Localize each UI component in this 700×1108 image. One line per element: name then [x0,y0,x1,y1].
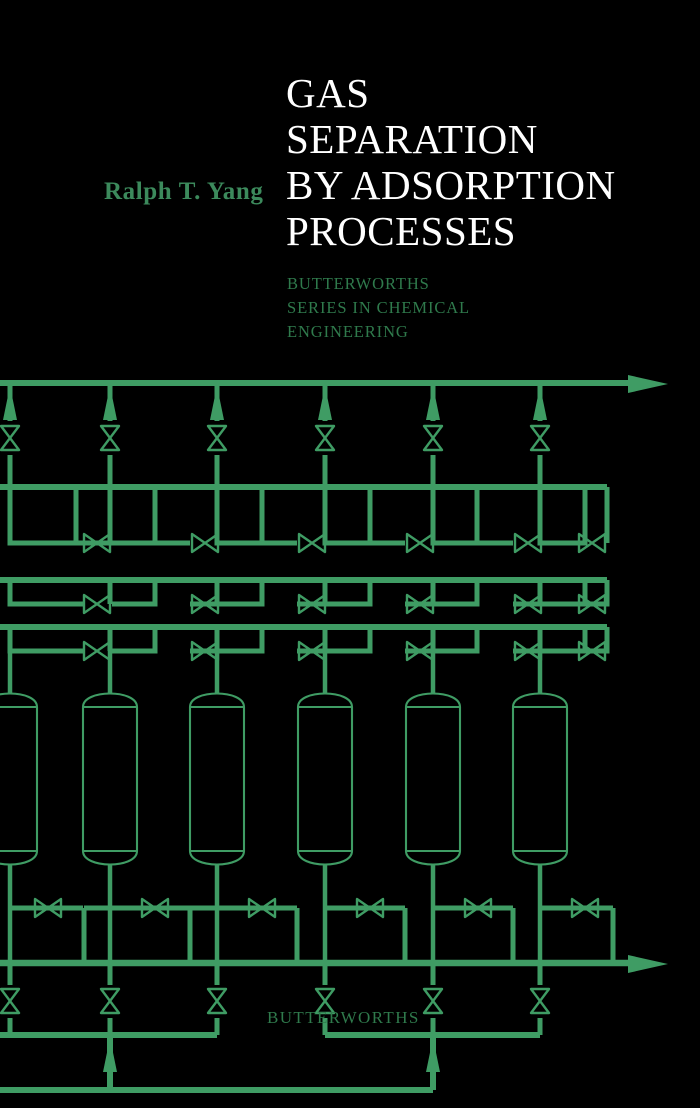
column-outlet-legs [7,864,543,963]
feed-up-arrows [103,1038,440,1072]
column-inlet-legs [7,630,543,693]
title-line-3: BY ADSORPTION [286,162,616,208]
adsorption-columns [0,692,569,866]
series-statement: BUTTERWORTHS SERIES IN CHEMICAL ENGINEER… [287,272,470,344]
bottom-branch-row [10,905,616,963]
top-riser-valves [0,424,551,452]
publisher-name: BUTTERWORTHS [267,1008,420,1027]
series-line-2: SERIES IN CHEMICAL [287,298,471,317]
title-line-4: PROCESSES [286,208,517,254]
series-line-3: ENGINEERING [287,322,409,341]
feed-supply-legs [107,1038,436,1090]
product-pipe-arrow [628,955,668,973]
top-up-arrows [3,386,547,420]
author-name: Ralph T. Yang [104,178,264,205]
top-header-arrow [628,375,668,393]
series-line-1: BUTTERWORTHS [287,274,430,293]
title-line-2: SEPARATION [286,116,538,162]
title-line-1: GAS [286,70,370,116]
page-title: GAS SEPARATION BY ADSORPTION PROCESSES [286,70,686,254]
